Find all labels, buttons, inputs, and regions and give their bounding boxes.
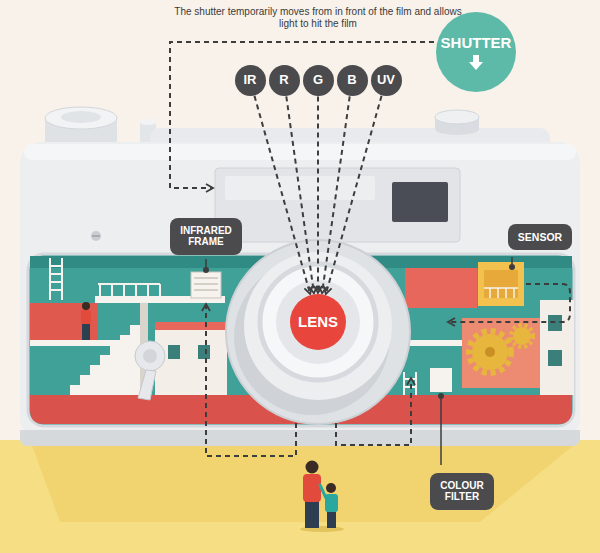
leader-line bbox=[511, 257, 513, 264]
white-slab bbox=[405, 340, 462, 346]
light-band-circle: R bbox=[269, 65, 300, 96]
circle-label: LENS bbox=[298, 313, 338, 330]
body-highlight bbox=[24, 144, 576, 160]
shutter-path-arrow bbox=[170, 42, 434, 188]
lens-barrel bbox=[244, 252, 392, 400]
note-text: The shutter temporarily moves from in fr… bbox=[168, 6, 468, 30]
window-shutters bbox=[194, 278, 218, 290]
callout-text: INFRARED FRAME bbox=[180, 225, 232, 248]
pink-room bbox=[462, 318, 540, 388]
light-band-circle: B bbox=[337, 65, 368, 96]
rewind-knob-centre bbox=[61, 111, 101, 123]
light-band-circle: IR bbox=[235, 65, 266, 96]
gear-hole bbox=[485, 347, 495, 357]
circle-label: G bbox=[313, 73, 323, 88]
filter-path-arrow bbox=[336, 378, 411, 445]
leader-dot bbox=[438, 393, 444, 399]
person-head bbox=[82, 302, 90, 310]
light-ray-arrow bbox=[326, 96, 382, 294]
self-timer-lever bbox=[138, 370, 156, 400]
infrared-path-arrow bbox=[206, 304, 296, 456]
light-ray-arrow bbox=[322, 96, 350, 293]
filter-door bbox=[430, 368, 452, 392]
white-building bbox=[540, 300, 574, 395]
leader-line bbox=[440, 399, 442, 465]
leader-dot bbox=[203, 267, 209, 273]
house bbox=[155, 330, 227, 395]
leader-dot bbox=[509, 264, 515, 270]
lever-top bbox=[140, 119, 156, 125]
screw bbox=[91, 231, 101, 241]
shutter-circle: SHUTTER bbox=[436, 12, 516, 92]
shutter-button-base bbox=[435, 123, 479, 135]
rewind-knob-top bbox=[45, 107, 117, 129]
sensor-room bbox=[478, 262, 524, 306]
leader-line bbox=[205, 259, 207, 267]
callout-box: SENSOR bbox=[508, 224, 572, 250]
child-head bbox=[326, 483, 336, 493]
callout-box: COLOUR FILTER bbox=[430, 473, 493, 510]
adult-head bbox=[306, 461, 319, 474]
circle-label: R bbox=[279, 73, 288, 88]
light-band-circle: G bbox=[303, 65, 334, 96]
cutaway-interior bbox=[28, 254, 574, 426]
circle-label: IR bbox=[244, 73, 257, 88]
callout-text: COLOUR FILTER bbox=[440, 480, 483, 503]
shutter-button-top bbox=[435, 110, 479, 124]
floor bbox=[0, 440, 600, 553]
gear-teeth bbox=[511, 325, 533, 347]
balcony-railing bbox=[98, 284, 160, 296]
gear-teeth bbox=[469, 331, 511, 373]
coral-wall bbox=[30, 303, 98, 341]
circle-label: B bbox=[347, 73, 356, 88]
person-legs bbox=[82, 324, 90, 340]
label-holder: The shutter temporarily moves from in fr… bbox=[168, 6, 468, 30]
sensor-railing bbox=[484, 288, 518, 298]
person-body bbox=[81, 310, 91, 324]
light-ray-arrow bbox=[254, 96, 310, 294]
light-band-circle: UV bbox=[371, 65, 402, 96]
light-ray-arrow bbox=[317, 97, 319, 294]
lens-inner bbox=[276, 280, 360, 364]
child-legs bbox=[327, 510, 336, 528]
circle-label: UV bbox=[377, 73, 395, 88]
adult-legs bbox=[305, 500, 319, 528]
sensor-room-inner bbox=[484, 270, 518, 298]
self-timer-centre bbox=[143, 349, 157, 363]
down-arrow bbox=[469, 55, 483, 70]
red-wall bbox=[405, 268, 477, 308]
house-window bbox=[168, 345, 180, 359]
lens-circle: LENS bbox=[290, 294, 346, 350]
callout-box: INFRARED FRAME bbox=[170, 218, 242, 255]
circle-label: SHUTTER bbox=[441, 34, 512, 51]
house-roof bbox=[155, 322, 227, 330]
adult-body bbox=[303, 474, 321, 502]
screw-slot bbox=[92, 235, 100, 237]
viewfinder-window bbox=[392, 182, 448, 222]
gear bbox=[472, 334, 508, 370]
camera-base bbox=[20, 430, 580, 446]
gear bbox=[513, 327, 531, 345]
light-ray-arrow bbox=[286, 96, 314, 293]
down-arrow-icon bbox=[468, 55, 484, 70]
ladder bbox=[50, 258, 62, 300]
callout-text: SENSOR bbox=[518, 231, 562, 243]
ladder bbox=[404, 372, 416, 395]
building-window bbox=[548, 350, 562, 366]
sensor-path-arrow bbox=[448, 284, 570, 322]
self-timer-knob bbox=[135, 341, 165, 371]
edge-group bbox=[254, 96, 381, 294]
house-window bbox=[198, 345, 210, 359]
child-arm bbox=[320, 485, 326, 498]
infrared-window bbox=[191, 272, 221, 298]
backdrop bbox=[0, 0, 600, 445]
